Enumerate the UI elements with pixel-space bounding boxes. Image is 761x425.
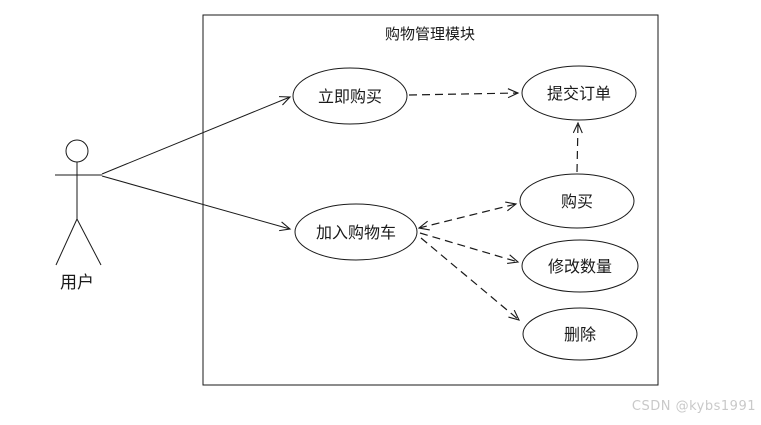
edge-user-to-add-to-cart — [101, 175, 292, 232]
use-case-label-buy-now: 立即购买 — [318, 88, 382, 106]
edge-add-to-cart-to-buy — [417, 201, 518, 231]
edge-user-to-buy-now — [101, 96, 292, 175]
actor-user — [55, 139, 102, 266]
use-case-add-to-cart — [294, 203, 418, 261]
csdn-watermark: CSDN @kybs1991 — [631, 399, 756, 414]
use-case-submit-order — [521, 65, 637, 121]
use-case-label-modify-quantity: 修改数量 — [548, 258, 612, 276]
edge-buy-now-to-submit-order — [408, 88, 520, 99]
actor-right-leg-icon — [76, 218, 102, 266]
use-cases — [292, 65, 639, 361]
use-case-buy-now — [292, 67, 408, 125]
use-case-label-submit-order: 提交订单 — [547, 85, 611, 103]
actor-head-icon — [65, 139, 89, 163]
actor-left-leg-icon — [55, 218, 78, 266]
use-case-modify-quantity — [521, 239, 639, 293]
edge-buy-to-submit-order — [572, 121, 583, 173]
actor-associations — [101, 96, 292, 232]
use-case-label-buy: 购买 — [561, 193, 593, 211]
dependency-edges — [408, 88, 583, 321]
use-case-buy — [519, 173, 635, 229]
use-case-label-delete: 删除 — [564, 326, 596, 344]
use-case-delete — [522, 307, 638, 361]
system-boundary-title: 购物管理模块 — [385, 26, 475, 43]
edge-add-to-cart-to-delete — [420, 237, 521, 321]
system-boundary-box — [202, 14, 659, 386]
edge-add-to-cart-to-modify-quantity — [419, 232, 520, 265]
use-case-label-add-to-cart: 加入购物车 — [316, 224, 396, 242]
actor-label: 用户 — [60, 273, 94, 292]
